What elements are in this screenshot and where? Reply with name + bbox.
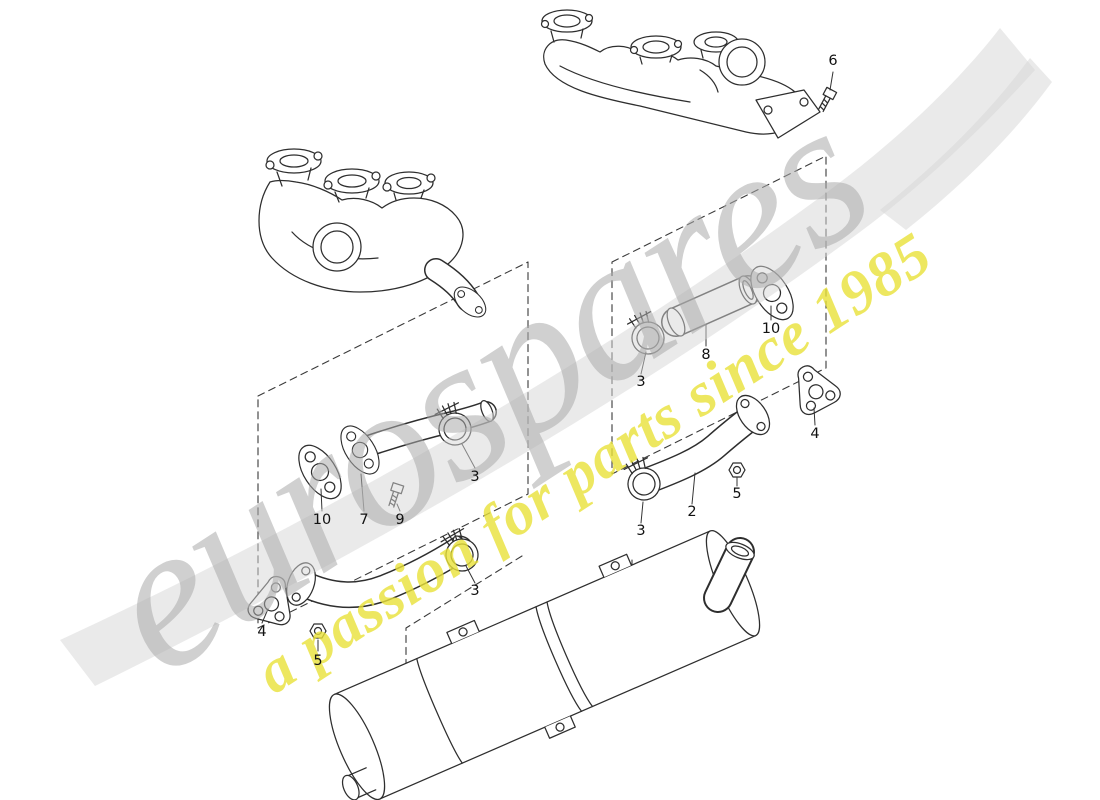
manifold-right-opening — [718, 38, 766, 86]
muffler-inlet-pipe — [703, 537, 755, 613]
callout-9: 9 — [395, 512, 405, 528]
pipe-group-left-lower — [245, 523, 485, 639]
callout-10-left: 10 — [312, 512, 332, 528]
callout-3-upper-right: 3 — [636, 374, 646, 390]
muffler-bracket — [544, 715, 576, 739]
manifold-left-opening — [312, 222, 362, 272]
manifold-right — [540, 9, 838, 139]
callout-4-left: 4 — [257, 624, 267, 640]
muffler-bracket — [598, 553, 633, 578]
callout-5-right: 5 — [732, 486, 742, 502]
dashed-box-right — [611, 155, 827, 475]
watermark-brand: eurospares — [62, 60, 903, 717]
callout-2: 2 — [687, 504, 697, 520]
muffler-bracket — [446, 619, 480, 645]
callout-8: 8 — [701, 347, 711, 363]
manifold-left — [258, 148, 492, 324]
bolt-6 — [815, 86, 838, 114]
callout-10-right: 10 — [761, 321, 781, 337]
callout-6: 6 — [828, 53, 838, 69]
callout-5-left: 5 — [313, 653, 323, 669]
callout-7: 7 — [359, 512, 369, 528]
callout-3-middle: 3 — [636, 523, 646, 539]
callout-3-lower-left: 3 — [470, 583, 480, 599]
callout-4-right: 4 — [810, 426, 820, 442]
watermark-swoosh — [60, 28, 1052, 686]
manifold-right-flange — [755, 89, 821, 139]
nut-5-right — [728, 462, 746, 478]
pipe-group-middle — [618, 388, 777, 506]
callout-3-upper-left: 3 — [470, 469, 480, 485]
